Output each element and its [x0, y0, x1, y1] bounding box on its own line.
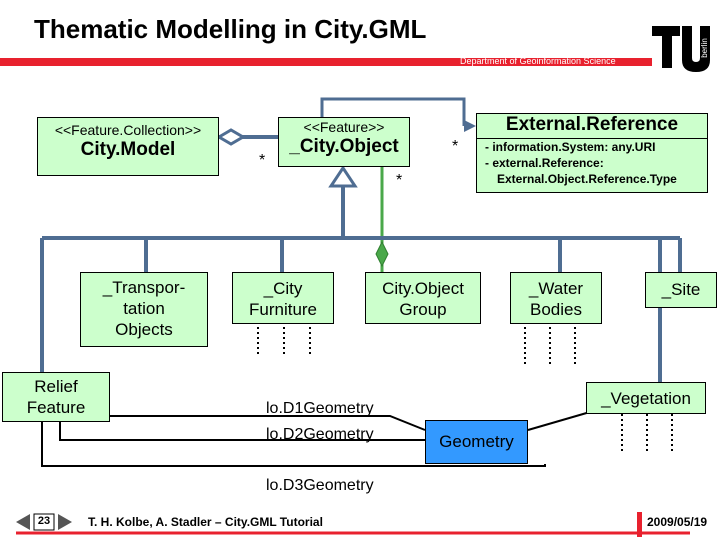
header-red-bar [0, 58, 652, 66]
aggregation-diamond-group [375, 240, 389, 268]
transportation-line2: tation [123, 299, 165, 318]
city-object-stereotype: <<Feature>> [303, 119, 385, 135]
page-number-box [33, 513, 55, 531]
box-city-object-group: City.Object Group [365, 272, 481, 324]
lod3-connector [41, 420, 546, 467]
multiplicity-citymodel: * [259, 152, 266, 169]
city-object-group-line1: City.Object [382, 279, 464, 298]
lod1-label: lo.D1Geometry [266, 400, 374, 417]
box-site: _Site [645, 272, 717, 308]
box-transportation: _Transpor- tation Objects [80, 272, 208, 347]
box-city-furniture: _City Furniture [232, 272, 334, 324]
site-name: _Site [661, 280, 701, 299]
prev-slide-icon[interactable] [16, 514, 30, 530]
department-label: Department of Geoinformation Science [460, 56, 616, 66]
relief-feature-line2: Feature [26, 398, 86, 417]
city-model-stereotype: <<Feature.Collection>> [54, 122, 202, 138]
water-bodies-line1: _Water [528, 279, 584, 298]
city-object-group-line2: Group [399, 300, 447, 319]
dotted-ticks [257, 322, 673, 452]
association-arrow-extref [464, 120, 476, 132]
geometry-name: Geometry [439, 432, 514, 451]
vegetation-geometry-connector [527, 411, 591, 431]
external-reference-attr1: - information.System: any.URI [485, 140, 656, 154]
box-relief-feature: Relief Feature [2, 372, 110, 422]
box-vegetation: _Vegetation [586, 382, 706, 414]
slide-title: Thematic Modelling in City.GML [34, 14, 427, 44]
city-furniture-line2: Furniture [248, 300, 318, 319]
transportation-line3: Objects [115, 320, 173, 339]
water-bodies-line2: Bodies [530, 300, 582, 319]
next-slide-icon[interactable] [58, 514, 72, 530]
external-reference-name: External.Reference [477, 114, 707, 139]
lod1-connector [89, 415, 426, 431]
city-furniture-line1: _City [263, 279, 303, 298]
footer-navigation [16, 513, 72, 531]
lod3-label: lo.D3Geometry [266, 477, 374, 494]
box-water-bodies: _Water Bodies [510, 272, 602, 324]
tu-berlin-logo: berlin [652, 26, 710, 72]
footer-red-marker [637, 512, 642, 537]
city-model-name: City.Model [80, 139, 176, 160]
lod2-label: lo.D2Geometry [266, 426, 374, 443]
city-object-name: _City.Object [289, 136, 399, 157]
footer-date: 2009/05/19 [647, 515, 708, 529]
box-geometry: Geometry [425, 420, 528, 464]
transportation-line1: _Transpor- [102, 278, 186, 297]
association-line-extref [320, 97, 466, 126]
external-reference-attr3: External.Object.Reference.Type [497, 172, 677, 186]
page-number: 23 [37, 515, 51, 527]
box-external-reference: External.Reference - information.System:… [476, 113, 708, 193]
relief-feature-line1: Relief [34, 377, 78, 396]
box-city-model: <<Feature.Collection>> City.Model [37, 117, 219, 176]
aggregation-diamond-citymodel [216, 128, 246, 146]
external-reference-attr2: - external.Reference: [485, 156, 604, 170]
logo-text: berlin [700, 38, 709, 58]
box-city-object: <<Feature>> _City.Object [278, 117, 410, 167]
multiplicity-group: * [396, 172, 403, 189]
generalization-triangle [328, 165, 358, 188]
lod2-connector [59, 420, 425, 441]
vegetation-name: _Vegetation [601, 389, 691, 408]
footer-author: T. H. Kolbe, A. Stadler – City.GML Tutor… [88, 515, 323, 529]
multiplicity-extref: * [452, 138, 459, 155]
